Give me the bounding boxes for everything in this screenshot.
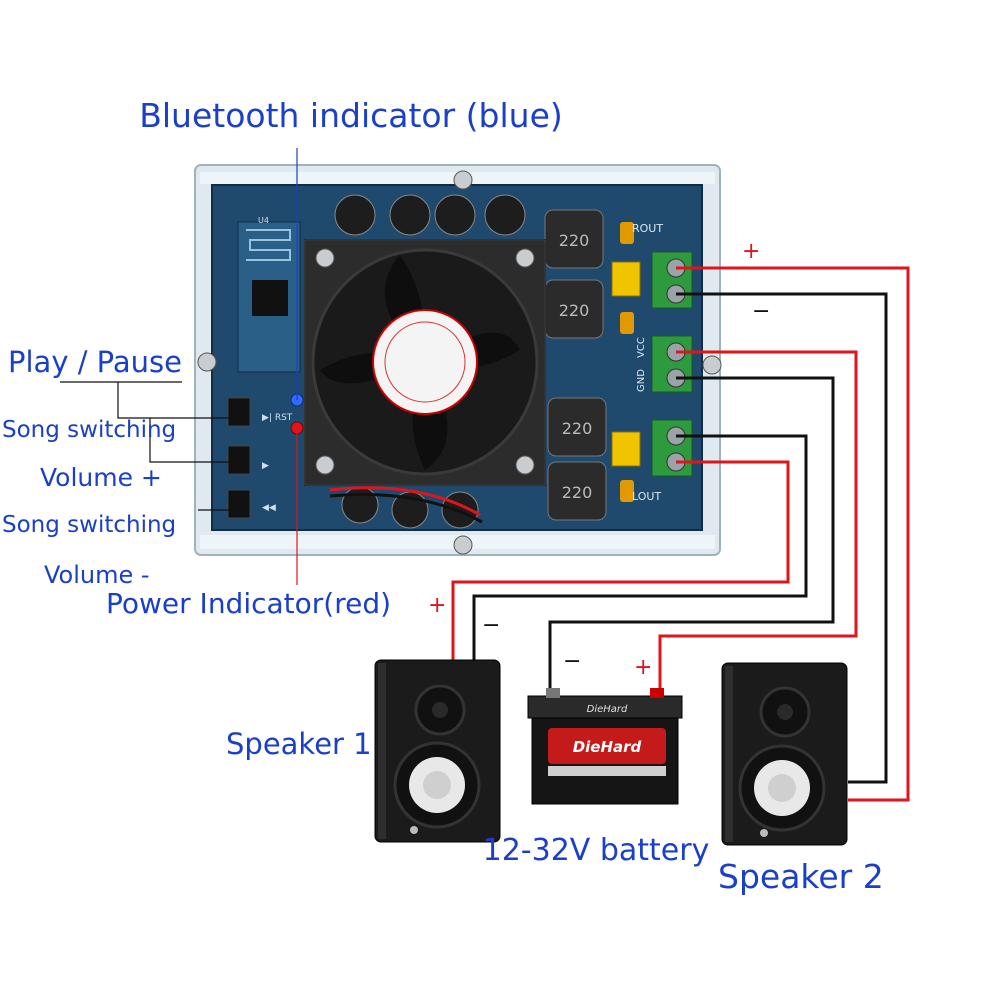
battery: DieHard DieHard xyxy=(527,688,683,805)
gnd-label: GND xyxy=(636,369,647,392)
labels: Bluetooth indicator (blue) Play / Pause … xyxy=(2,96,884,896)
wire-battery-positive xyxy=(658,350,858,696)
terminal-lout[interactable] xyxy=(651,419,693,477)
svg-text:◀◀: ◀◀ xyxy=(262,503,276,513)
inductor-label: 220 xyxy=(559,301,590,320)
control-buttons: ▶| RST ▶ ◀◀ xyxy=(227,397,293,519)
minus-sign: − xyxy=(482,613,500,638)
inductor-label: 220 xyxy=(562,419,593,438)
speaker-1-label: Speaker 1 xyxy=(226,727,372,761)
svg-text:U4: U4 xyxy=(258,216,269,225)
inductor-label: 220 xyxy=(559,231,590,250)
wire-speaker2-negative xyxy=(676,292,888,784)
volume-plus-label: Volume + xyxy=(40,463,162,492)
speaker-2 xyxy=(721,662,848,846)
terminal-rout[interactable] xyxy=(651,251,693,309)
rout-label: ROUT xyxy=(632,222,663,235)
plus-sign: + xyxy=(428,593,446,618)
bluetooth-module: U4 xyxy=(237,216,301,373)
volume-minus-label: Volume - xyxy=(44,561,150,589)
button-volume[interactable] xyxy=(227,445,251,475)
battery-brand: DieHard xyxy=(573,738,642,756)
cooling-fan xyxy=(304,239,546,486)
button-song[interactable] xyxy=(227,489,251,519)
minus-sign: − xyxy=(752,299,770,324)
callout-lines xyxy=(60,148,298,585)
polarity-signs: + − + − − + xyxy=(428,239,770,680)
svg-text:DieHard: DieHard xyxy=(587,704,628,715)
terminal-power[interactable] xyxy=(651,335,693,393)
wire-speaker1-positive xyxy=(451,460,790,660)
bluetooth-indicator-label: Bluetooth indicator (blue) xyxy=(139,96,563,135)
minus-sign: − xyxy=(563,649,581,674)
svg-text:▶| RST: ▶| RST xyxy=(262,413,293,423)
speaker-2-label: Speaker 2 xyxy=(718,857,884,896)
lout-label: LOUT xyxy=(632,490,661,503)
song-switching-label: Song switching xyxy=(2,512,176,538)
wire-speaker1-negative xyxy=(472,434,808,660)
inductor-label: 220 xyxy=(562,483,593,502)
amplifier-board: U4 ▶| RST ▶ ◀◀ 220 220 xyxy=(194,164,722,556)
plus-sign: + xyxy=(634,655,652,680)
wires xyxy=(451,266,910,802)
play-pause-label: Play / Pause xyxy=(8,345,182,379)
vcc-label: VCC xyxy=(636,337,647,358)
svg-text:▶: ▶ xyxy=(262,461,269,471)
wire-battery-negative xyxy=(548,376,835,696)
button-prev-next[interactable] xyxy=(227,397,251,427)
song-switching-label: Song switching xyxy=(2,417,176,443)
power-indicator-label: Power Indicator(red) xyxy=(106,587,391,620)
wire-speaker2-positive xyxy=(676,266,910,802)
inductors: 220 220 220 220 xyxy=(544,209,607,521)
battery-label: 12-32V battery xyxy=(483,833,710,868)
speaker-1 xyxy=(374,659,501,843)
plus-sign: + xyxy=(742,239,760,264)
